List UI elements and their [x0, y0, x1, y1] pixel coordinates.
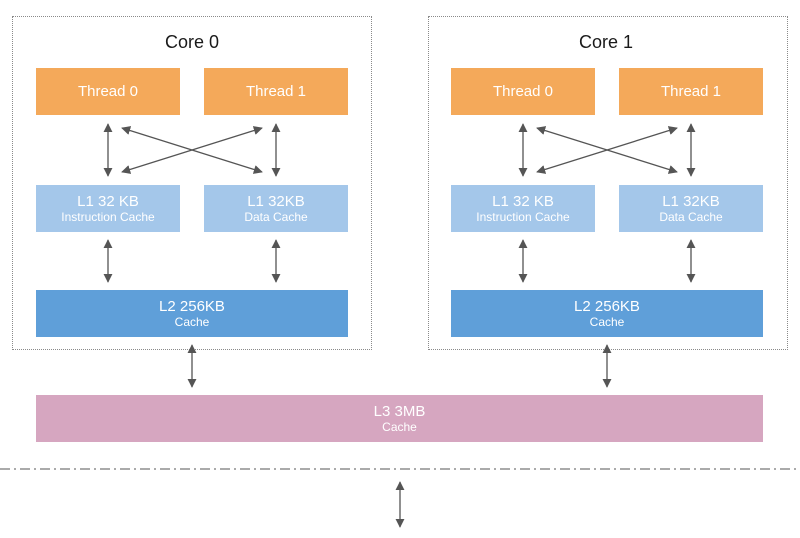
cache-type: Instruction Cache — [61, 210, 155, 224]
bidirectional-arrow — [536, 126, 678, 174]
cache-type: Cache — [589, 315, 625, 329]
cache-size: L1 32 KB — [492, 193, 554, 210]
core-1-title: Core 1 — [578, 32, 634, 52]
thread-label: Thread 1 — [660, 83, 722, 100]
core-0-title: Core 0 — [164, 32, 220, 52]
bidirectional-arrow — [121, 126, 263, 174]
cache-size: L2 256KB — [574, 298, 640, 315]
cache-type: Instruction Cache — [476, 210, 570, 224]
l3-cache: L3 3MB Cache — [36, 395, 763, 442]
cache-type: Cache — [382, 420, 417, 434]
cache-type: Data Cache — [659, 210, 723, 224]
thread-label: Thread 0 — [77, 83, 139, 100]
cache-type: Cache — [174, 315, 210, 329]
thread-label: Thread 0 — [492, 83, 554, 100]
cache-size: L1 32 KB — [77, 193, 139, 210]
core-0-thread-1: Thread 1 — [204, 68, 348, 115]
core-0-l1-instruction-cache: L1 32 KB Instruction Cache — [36, 185, 180, 232]
core-0-l1-data-cache: L1 32KB Data Cache — [204, 185, 348, 232]
core-1-l2-cache: L2 256KB Cache — [451, 290, 763, 337]
core-0-thread-0: Thread 0 — [36, 68, 180, 115]
cache-type: Data Cache — [244, 210, 308, 224]
core-1-thread-0: Thread 0 — [451, 68, 595, 115]
thread-label: Thread 1 — [245, 83, 307, 100]
core-0-l2-cache: L2 256KB Cache — [36, 290, 348, 337]
cache-size: L2 256KB — [159, 298, 225, 315]
core-1-l1-instruction-cache: L1 32 KB Instruction Cache — [451, 185, 595, 232]
cache-size: L1 32KB — [247, 193, 305, 210]
cache-size: L3 3MB — [373, 403, 426, 420]
core-1-l1-data-cache: L1 32KB Data Cache — [619, 185, 763, 232]
cache-size: L1 32KB — [662, 193, 720, 210]
core-1-thread-1: Thread 1 — [619, 68, 763, 115]
